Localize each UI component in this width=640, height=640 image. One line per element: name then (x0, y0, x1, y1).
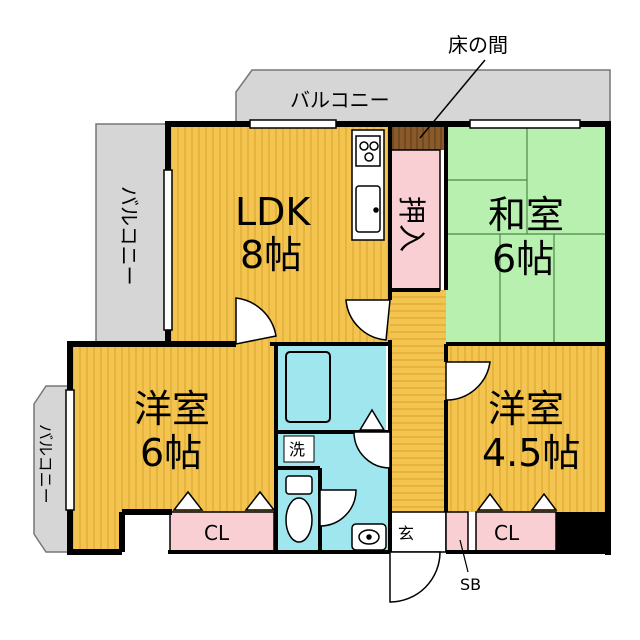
balcony-left-small-text: バルコニー (36, 424, 55, 504)
windows (65, 119, 581, 511)
balcony-left-small-label: バルコニー (36, 424, 55, 504)
ldk-size: 8帖 (240, 233, 302, 277)
closet-left-label: CL (204, 521, 230, 545)
wash-label: 洗 (289, 440, 305, 459)
ldk-name: LDK (235, 190, 311, 234)
youshitsu-left-floor (70, 344, 276, 552)
hallway-floor (390, 290, 446, 512)
oshiire-text: 押入 (395, 196, 428, 252)
kitchen-counter (351, 129, 385, 241)
entrance-label: 玄 (398, 524, 414, 543)
youshitsu-left-name: 洋室 (134, 387, 210, 431)
washitsu-size: 6帖 (492, 237, 554, 281)
closet-doors (172, 408, 558, 511)
balcony-left-label: バルコニー (117, 186, 141, 286)
oshiire-area (389, 149, 441, 291)
youshitsu-left-size: 6帖 (140, 431, 202, 475)
tokonoma-floor (390, 124, 446, 150)
closet-right-area (475, 511, 557, 553)
closet-right-label: CL (494, 521, 520, 545)
sink-icon (351, 523, 387, 551)
balcony-top (235, 69, 611, 123)
balcony-top-label: バルコニー (290, 88, 390, 112)
shoebox-area (445, 511, 469, 553)
youshitsu-right-size: 4.5帖 (482, 431, 580, 475)
closet-right-black (556, 512, 608, 552)
doors (235, 297, 491, 603)
washitsu-name: 和室 (488, 193, 564, 237)
tatami-lines (446, 124, 608, 344)
tokonoma-label: 床の間 (448, 33, 508, 57)
oshiire-label: 押入 (395, 196, 428, 252)
youshitsu-right-name: 洋室 (488, 387, 564, 431)
shoebox-label: SB (460, 575, 481, 594)
balcony-left-text: バルコニー (117, 186, 141, 286)
toilet-icon (285, 475, 313, 543)
tokonoma-leader (419, 59, 486, 139)
shoebox-leader (459, 539, 469, 573)
wash-badge (283, 435, 315, 463)
bathtub (285, 351, 331, 423)
